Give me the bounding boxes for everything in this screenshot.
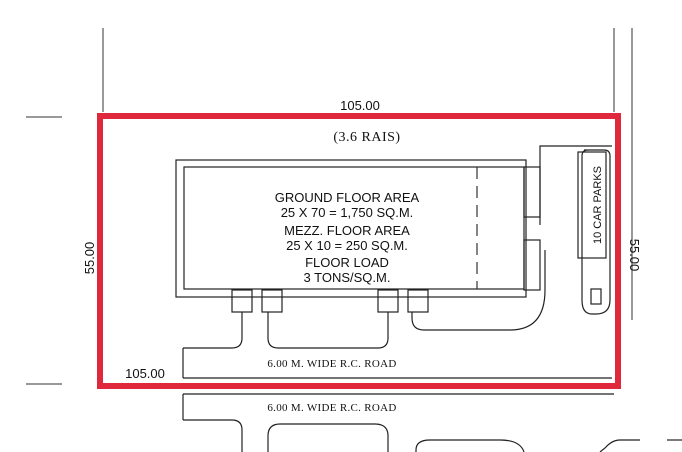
bottom-dimension: 105.00 [125, 366, 165, 381]
loading-bay-right-1 [523, 166, 541, 218]
driveway-1 [183, 312, 243, 349]
site-boundary [97, 113, 621, 389]
floor-load-value: 3 TONS/SQ.M. [304, 270, 391, 285]
parking-label: 10 CAR PARKS [592, 166, 604, 244]
outer-driveway-3 [415, 439, 525, 452]
loading-bay-bottom-4 [407, 289, 429, 313]
outer-road [182, 393, 682, 452]
loading-bay-bottom-2 [261, 289, 283, 313]
driveway-3 [411, 250, 546, 331]
ground-floor-title: GROUND FLOOR AREA [275, 190, 420, 205]
building-area-notes: GROUND FLOOR AREA 25 X 70 = 1,750 SQ.M. … [275, 190, 420, 285]
outer-driveway-1 [183, 419, 243, 452]
outer-driveway-2 [267, 423, 389, 452]
left-dimension: 55.00 [82, 242, 97, 275]
parking-area: 10 CAR PARKS [577, 149, 611, 315]
floor-load-title: FLOOR LOAD [305, 255, 389, 270]
mezz-floor-title: MEZZ. FLOOR AREA [284, 223, 410, 238]
building-outer-wall [175, 159, 527, 298]
parking-bay [577, 151, 607, 259]
loading-bay-bottom-1 [231, 289, 253, 313]
top-dimension: 105.00 [340, 98, 380, 113]
reference-lines [26, 28, 633, 385]
inner-road [182, 145, 612, 379]
loading-bay-bottom-3 [377, 289, 399, 313]
outer-driveway-4 [599, 439, 640, 452]
right-dimension: 55.00 [627, 239, 642, 272]
parking-kiosk [590, 288, 602, 305]
loading-bay-right-2 [523, 239, 541, 291]
parking-island [581, 149, 611, 315]
building-inner-wall [183, 166, 525, 290]
inner-road-label: 6.00 M. WIDE R.C. ROAD [267, 358, 396, 370]
outer-road-label: 6.00 M. WIDE R.C. ROAD [267, 402, 396, 414]
ground-floor-calc: 25 X 70 = 1,750 SQ.M. [281, 205, 414, 220]
mezz-floor-calc: 25 X 10 = 250 SQ.M. [286, 238, 408, 253]
building [175, 159, 541, 313]
site-area-label: (3.6 RAIS) [333, 130, 400, 145]
driveway-2 [267, 312, 389, 349]
